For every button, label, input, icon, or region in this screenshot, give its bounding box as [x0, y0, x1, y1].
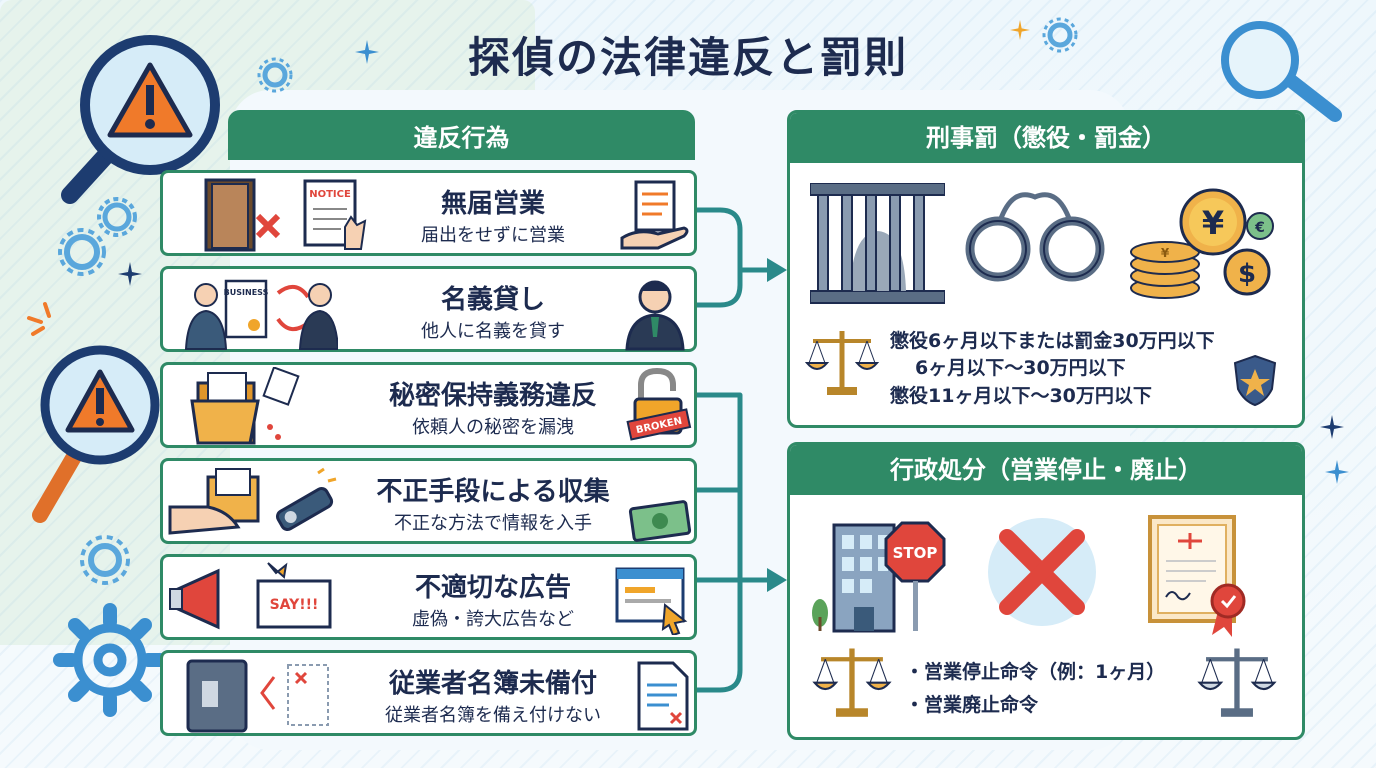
violation-title: 名義貸し [440, 285, 545, 315]
gear-icon [97, 197, 137, 237]
gear-icon [1042, 17, 1078, 53]
notice-label: NOTICE [309, 189, 351, 200]
broken-lock-icon: BROKEN [626, 367, 692, 441]
say-label: SAY!!! [270, 597, 319, 613]
stop-label: STOP [893, 544, 938, 562]
violations-header: 違反行為 [228, 110, 695, 160]
administrative-panel: 行政処分（営業停止・廃止） STOP ・営業停止命令（例： [787, 442, 1305, 740]
criminal-penalty-line: 懲役11ヶ月以下～30万円以下 [890, 385, 1152, 407]
building-stop-icon: STOP [812, 521, 946, 633]
violation-desc: 従業者名簿を備え付けない [385, 705, 601, 726]
gear-icon [257, 57, 293, 93]
violation-title: 不正手段による収集 [376, 477, 610, 507]
euro-label: € [1254, 220, 1265, 236]
warning-magnifier-icon [32, 345, 160, 523]
violation-desc: 依頼人の秘密を漏洩 [412, 417, 574, 438]
admin-penalty-line: ・営業停止命令（例：1ヶ月） [905, 661, 1166, 683]
sparkle-icon [1320, 415, 1344, 439]
hand-folder-flashlight-icon [168, 467, 337, 535]
violation-title: 無届営業 [440, 189, 545, 219]
criminal-penalty-line: 懲役6ヶ月以下または罰金30万円以下 [890, 330, 1215, 352]
scales-icon [1197, 648, 1277, 717]
yen-label: ¥ [1202, 204, 1224, 242]
violation-title: 不適切な広告 [414, 573, 571, 603]
violation-desc: 届出をせずに営業 [421, 225, 565, 246]
dollar-label: $ [1238, 259, 1256, 289]
violation-desc: 虚偽・誇大広告など [412, 609, 574, 630]
badge-icon [1233, 354, 1277, 407]
sparkle-icon [27, 302, 51, 336]
violation-row-unregistered: NOTICE 無届営業 届出をせずに営業 [160, 170, 697, 256]
certificate-icon [1148, 515, 1246, 637]
business-handover-icon: BUSINESS [184, 279, 338, 350]
gear-icon [80, 535, 130, 585]
coins-icon: ¥ ¥ € $ [1130, 188, 1274, 299]
violation-title: 秘密保持義務違反 [388, 381, 597, 411]
sparkle-icon [118, 262, 142, 286]
handcuffs-icon [965, 192, 1105, 282]
violation-row-improper-ad: SAY!!! 不適切な広告 虚偽・誇大広告など [160, 554, 697, 640]
connector-arrows [695, 207, 787, 693]
business-label: BUSINESS [224, 288, 269, 297]
sparkle-icon [355, 40, 379, 64]
page-title: 探偵の法律違反と罰則 [467, 33, 908, 82]
money-icon [628, 500, 692, 542]
sparkle-icon [1325, 460, 1349, 484]
notice-document-icon: NOTICE [303, 179, 367, 250]
door-icon [204, 178, 281, 252]
document-x-icon [637, 661, 689, 731]
violation-desc: 不正な方法で情報を入手 [394, 513, 592, 534]
violation-title: 従業者名簿未備付 [388, 669, 597, 699]
megaphone-monitor-icon: SAY!!! [169, 562, 332, 630]
yen-small-label: ¥ [1161, 246, 1170, 260]
criminal-penalty-line: 6ヶ月以下～30万円以下 [915, 357, 1126, 379]
browser-cursor-icon [615, 567, 688, 635]
gear-icon [53, 603, 167, 717]
magnifier-icon [1221, 21, 1342, 122]
administrative-header: 行政処分（営業停止・廃止） [790, 445, 1302, 495]
violation-row-name-lending: BUSINESS 名義貸し 他人に名義を貸す [160, 266, 697, 352]
hand-document-icon [620, 180, 689, 250]
scales-icon [805, 331, 880, 395]
criminal-penalty-panel: 刑事罰（懲役・罰金） ¥ ¥ € $ 懲役6ヶ月以下または [787, 110, 1305, 428]
admin-penalty-line: ・営業廃止命令 [905, 694, 1039, 716]
violation-desc: 他人に名義を貸す [421, 321, 565, 342]
businessman-icon [625, 280, 685, 351]
cross-mark-icon [988, 518, 1096, 626]
sparkle-icon [1010, 20, 1030, 40]
warning-magnifier-icon [61, 35, 220, 204]
folder-papers-icon [190, 367, 300, 445]
violation-row-confidentiality: 秘密保持義務違反 依頼人の秘密を漏洩 BROKEN [160, 362, 697, 448]
binder-checklist-icon [186, 659, 329, 733]
jail-bars-icon [810, 183, 945, 304]
violation-row-employee-roster: 従業者名簿未備付 従業者名簿を備え付けない [160, 650, 697, 736]
scales-icon [812, 648, 892, 717]
violation-row-illegal-collection: 不正手段による収集 不正な方法で情報を入手 [160, 458, 697, 544]
criminal-penalty-header: 刑事罰（懲役・罰金） [790, 113, 1302, 163]
gear-icon [58, 228, 106, 276]
